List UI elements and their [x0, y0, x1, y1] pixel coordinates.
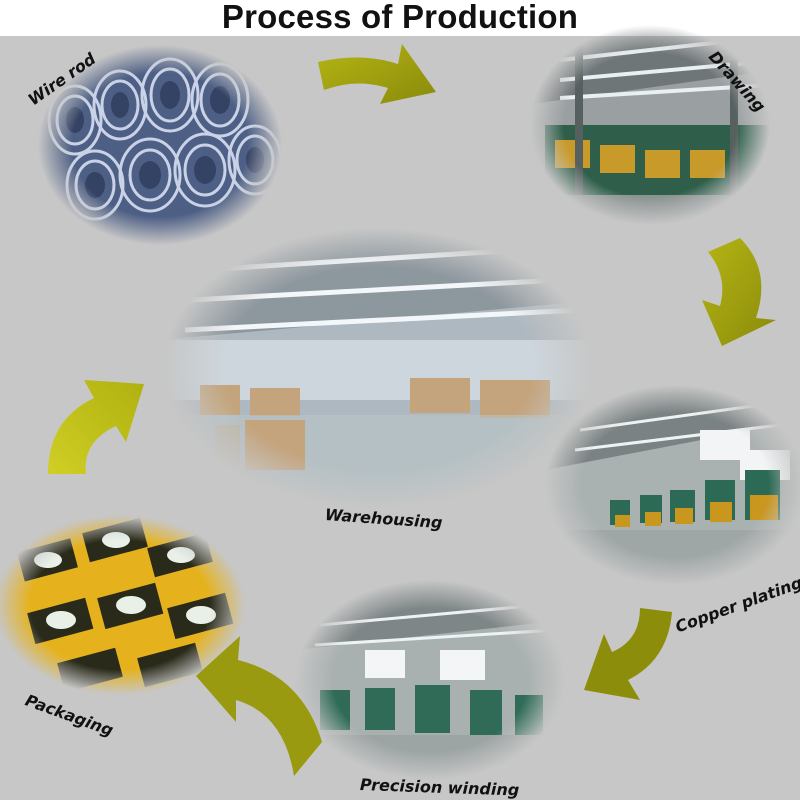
- wire-rod-photo: [30, 40, 290, 250]
- precision-winding-photo: [295, 580, 565, 780]
- arrow-copper-to-winding: [584, 608, 672, 700]
- diagram-title: Process of Production: [221, 0, 579, 35]
- title-bar: Process of Production: [0, 0, 800, 36]
- warehousing-photo: [160, 225, 600, 515]
- arrow-wire-to-drawing: [318, 44, 436, 104]
- packaging-photo: [0, 515, 250, 700]
- arrow-winding-to-packaging: [196, 636, 322, 776]
- arrow-drawing-to-copper: [702, 238, 776, 346]
- arrow-packaging-to-warehousing: [48, 380, 144, 474]
- drawing-photo: [525, 25, 775, 235]
- copper-plating-photo: [545, 385, 800, 590]
